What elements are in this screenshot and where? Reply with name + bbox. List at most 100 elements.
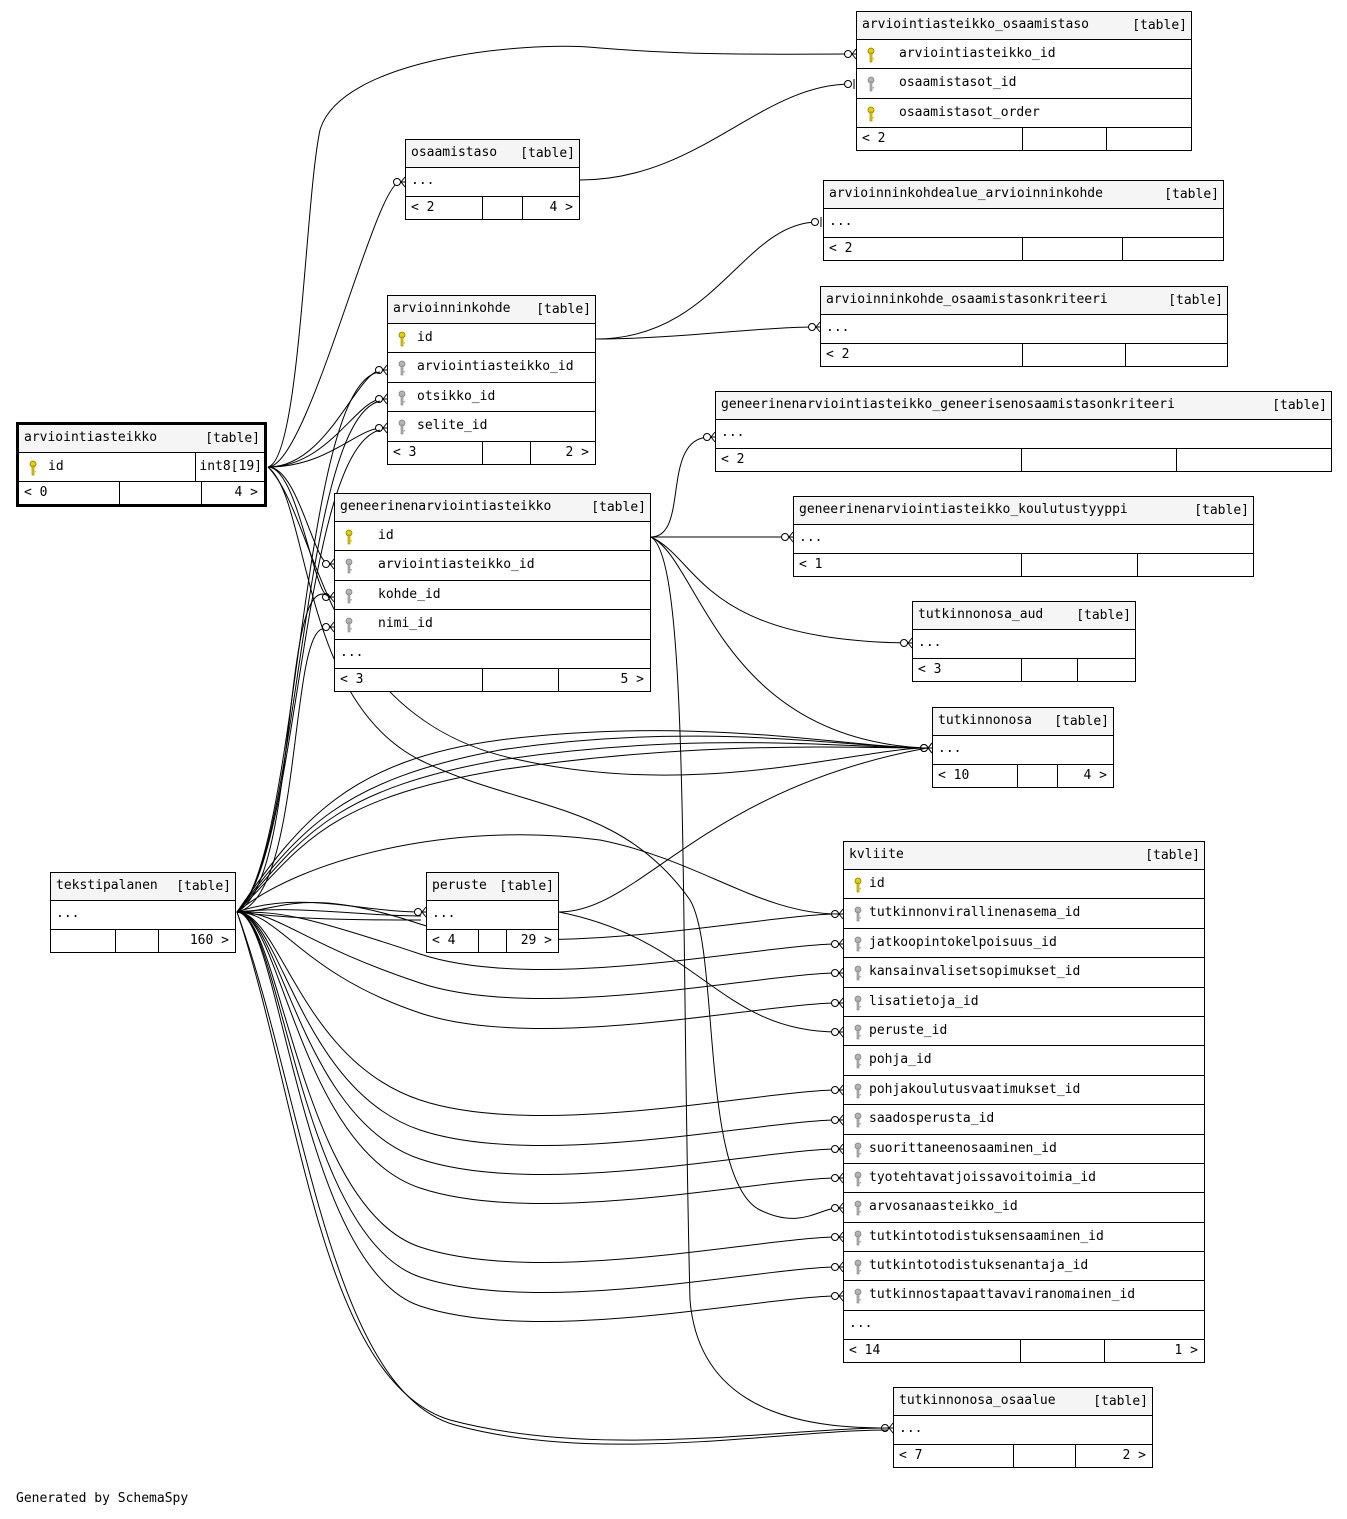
crowfoot-marker: [838, 908, 844, 920]
column-row[interactable]: ...: [821, 315, 1227, 345]
column-row[interactable]: nimi_id: [335, 610, 650, 640]
column-row[interactable]: kohde_id: [335, 581, 650, 611]
column-row[interactable]: pohja_id: [844, 1046, 1204, 1076]
table-arvioinninkohde_osaamistasonkriteeri[interactable]: arvioinninkohde_osaamistasonkriteeri[tab…: [820, 286, 1228, 368]
table-geneerinenarviointiasteikko_geneerisenosaamistasonkriteeri[interactable]: geneerinenarviointiasteikko_geneerisenos…: [715, 391, 1332, 473]
column-row[interactable]: tutkinnostapaattavaviranomainen_id: [844, 1281, 1204, 1311]
column-name: id: [869, 876, 885, 891]
relationship-line: [595, 326, 816, 340]
column-name: lisatietoja_id: [869, 993, 979, 1009]
optional-marker: [831, 1263, 839, 1271]
column-name: osaamistasot_order: [899, 104, 1040, 120]
column-row[interactable]: arviointiasteikko_id: [335, 551, 650, 581]
column-row[interactable]: suorittaneenosaaminen_id: [844, 1135, 1204, 1164]
column-row[interactable]: peruste_id: [844, 1017, 1204, 1047]
relationship-line: [267, 466, 839, 1219]
optional-marker: [831, 1174, 839, 1182]
table-name: arviointiasteikko_osaamistaso: [862, 17, 1089, 32]
foreign-key-icon: [853, 1171, 865, 1187]
table-header: geneerinenarviointiasteikko_geneerisenos…: [716, 392, 1331, 420]
column-row[interactable]: ...: [335, 640, 650, 669]
parent-count: < 0: [24, 485, 48, 501]
table-name: tekstipalanen: [56, 878, 158, 893]
column-row[interactable]: arviointiasteikko_id: [388, 353, 595, 383]
column-row[interactable]: saadosperusta_id: [844, 1105, 1204, 1135]
column-name: ...: [829, 214, 853, 229]
column-row[interactable]: arviointiasteikko_id: [857, 40, 1191, 70]
table-tekstipalanen[interactable]: tekstipalanen[table]...160 >: [50, 872, 236, 954]
table-tutkinnonosa_aud[interactable]: tutkinnonosa_aud[table]...< 3: [912, 601, 1136, 683]
column-row[interactable]: id: [844, 870, 1204, 900]
relationship-line: [267, 466, 330, 565]
primary-key-icon: [866, 47, 878, 63]
parent-count: < 2: [826, 347, 850, 363]
column-row[interactable]: tutkinnonvirallinenasema_id: [844, 899, 1204, 929]
optional-marker: [844, 50, 852, 58]
table-geneerinenarviointiasteikko_koulutustyyppi[interactable]: geneerinenarviointiasteikko_koulutustyyp…: [793, 496, 1254, 578]
column-row[interactable]: ...: [427, 901, 558, 931]
table-tag: [table]: [1054, 714, 1109, 729]
table-header: tutkinnonosa_osaalue[table]: [894, 1388, 1152, 1416]
column-row[interactable]: otsikko_id: [388, 383, 595, 413]
column-row[interactable]: ...: [913, 630, 1135, 660]
column-name: pohjakoulutusvaatimukset_id: [869, 1081, 1081, 1097]
optional-marker: [322, 560, 330, 568]
column-row[interactable]: lisatietoja_id: [844, 988, 1204, 1017]
column-row[interactable]: tutkintotodistuksenantaja_id: [844, 1252, 1204, 1282]
parent-count: < 2: [411, 200, 435, 216]
column-row[interactable]: id: [388, 324, 595, 354]
column-row[interactable]: ...: [51, 901, 235, 931]
table-header: peruste[table]: [427, 873, 558, 901]
child-count: 1 >: [1174, 1343, 1198, 1359]
generated-by-note: Generated by SchemaSpy: [16, 1491, 189, 1506]
column-name: tutkintotodistuksenantaja_id: [869, 1258, 1089, 1274]
column-row[interactable]: ...: [824, 209, 1223, 239]
foreign-key-icon: [853, 1112, 865, 1128]
column-row[interactable]: osaamistasot_order: [857, 99, 1191, 129]
table-arvioinninkohdealue_arvioinninkohde[interactable]: arvioinninkohdealue_arvioinninkohde[tabl…: [823, 180, 1224, 262]
column-name: tutkinnostapaattavaviranomainen_id: [869, 1287, 1136, 1303]
column-row[interactable]: ...: [406, 168, 579, 198]
column-row[interactable]: ...: [894, 1416, 1152, 1446]
column-row[interactable]: ...: [844, 1311, 1204, 1341]
child-count: 2 >: [565, 444, 589, 460]
table-tag: [table]: [1132, 18, 1187, 33]
column-row[interactable]: ...: [716, 420, 1331, 450]
column-row[interactable]: osaamistasot_id: [857, 69, 1191, 99]
column-row[interactable]: ...: [933, 736, 1113, 766]
relationship-line: [267, 466, 330, 598]
table-name: tutkinnonosa_aud: [918, 607, 1044, 622]
crowfoot-marker: [907, 637, 913, 649]
column-row[interactable]: tyotehtavatjoissavoitoimia_id: [844, 1164, 1204, 1194]
column-row[interactable]: kansainvalisetsopimukset_id: [844, 958, 1204, 988]
foreign-key-icon: [853, 965, 865, 981]
column-row[interactable]: arvosanaasteikko_id: [844, 1193, 1204, 1223]
column-row[interactable]: jatkoopintokelpoisuus_id: [844, 929, 1204, 959]
column-row[interactable]: id: [335, 522, 650, 552]
relationship-line: [650, 536, 908, 644]
optional-marker: [831, 999, 839, 1007]
column-row[interactable]: ...: [794, 525, 1253, 555]
table-name: arvioinninkohde: [393, 301, 511, 316]
optional-marker: [414, 908, 422, 916]
table-name: arviointiasteikko: [24, 430, 158, 445]
crowfoot-marker: [888, 1422, 894, 1434]
column-row[interactable]: selite_id: [388, 412, 595, 442]
relationship-line: [236, 626, 333, 913]
column-row[interactable]: pohjakoulutusvaatimukset_id: [844, 1076, 1204, 1106]
table-arviointiasteikko_osaamistaso[interactable]: arviointiasteikko_osaamistaso [table] arvi…: [856, 11, 1192, 152]
column-row[interactable]: tutkintotodistuksensaaminen_id: [844, 1223, 1204, 1253]
